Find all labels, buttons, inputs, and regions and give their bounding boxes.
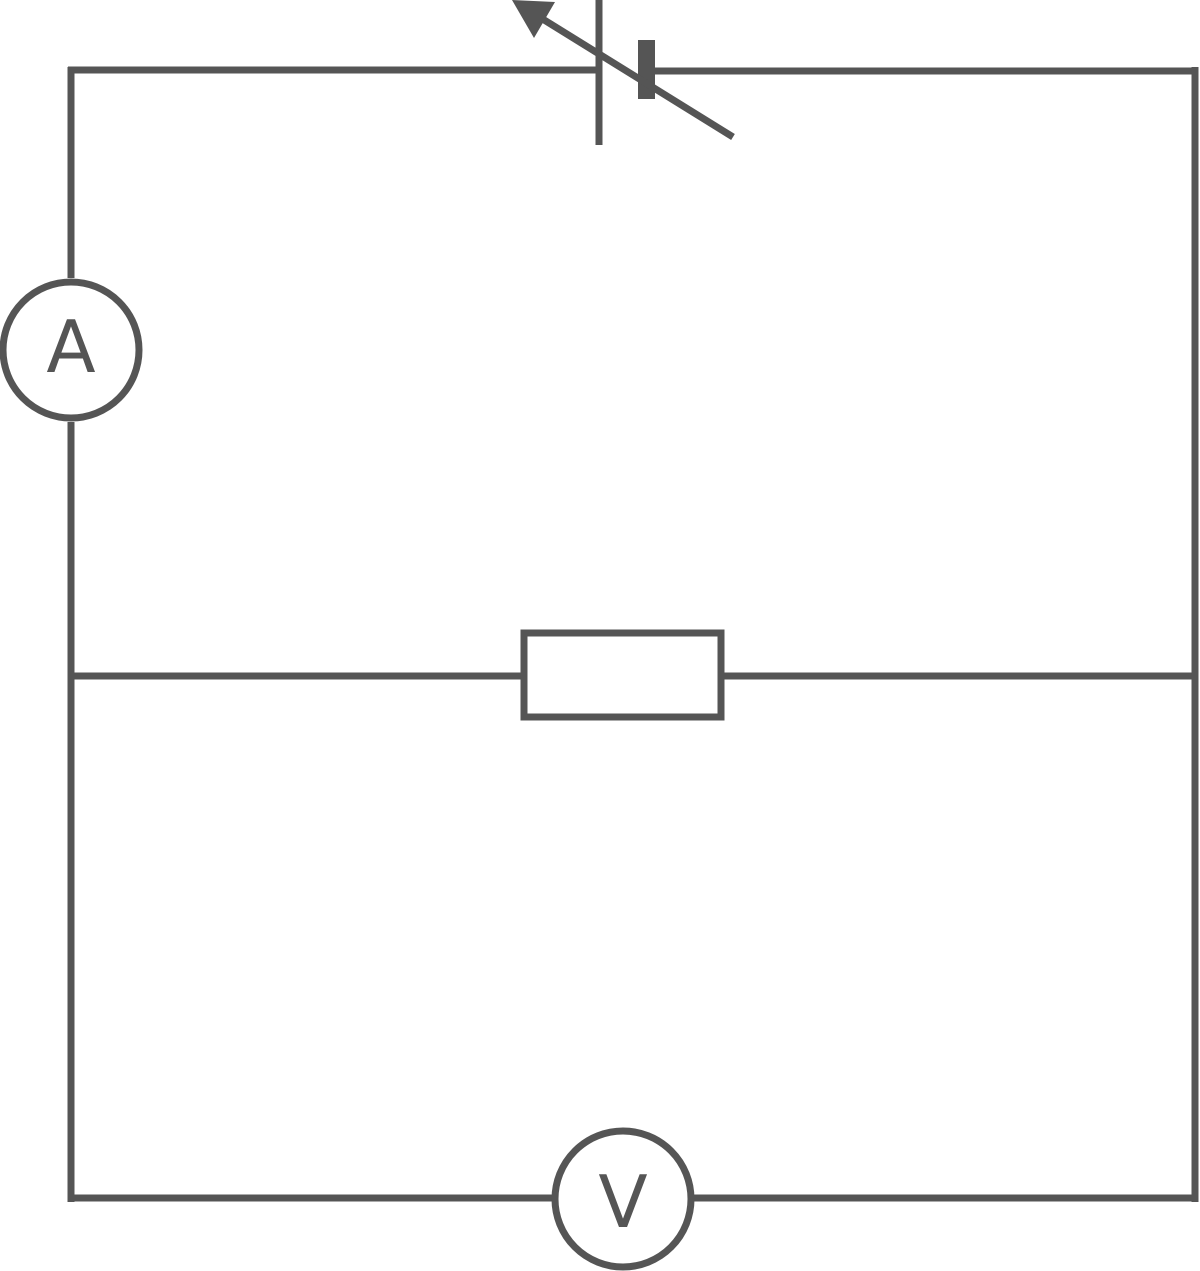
variable-arrow-head	[512, 0, 555, 38]
voltmeter-label: V	[598, 1160, 647, 1244]
resistor	[520, 629, 725, 721]
variable-power-supply	[512, 0, 735, 145]
ammeter: A	[0, 278, 143, 422]
resistor-body	[520, 629, 725, 721]
wiring	[67, 66, 1199, 1202]
ammeter-label: A	[46, 305, 95, 389]
voltmeter: V	[551, 1127, 695, 1271]
variable-arrow-shaft	[539, 15, 735, 140]
ammeter-circle	[0, 278, 143, 422]
voltmeter-circle	[551, 1127, 695, 1271]
